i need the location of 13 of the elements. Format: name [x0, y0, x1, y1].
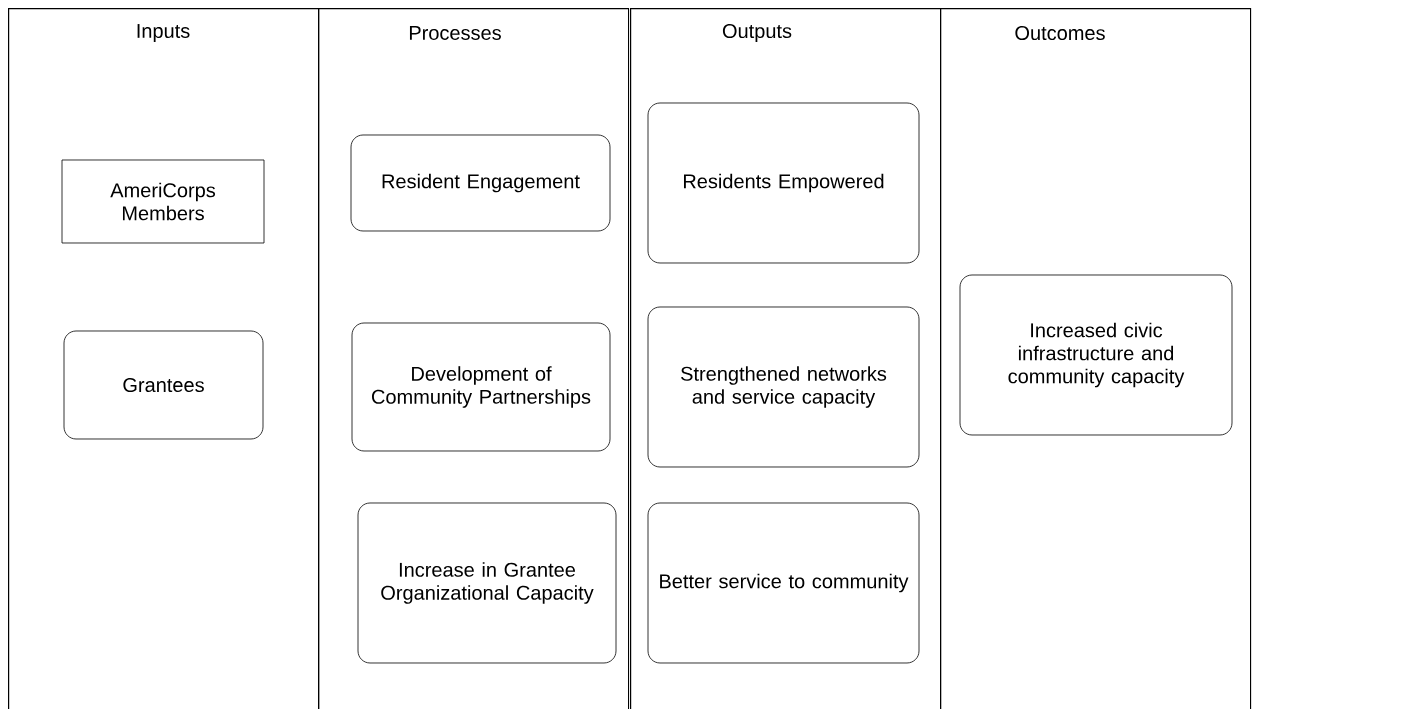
column-heading: Inputs [137, 24, 190, 42]
rounded-box: Residents Empowered [647, 102, 920, 264]
rounded-box: Better service to community [647, 502, 920, 664]
rounded-box: Increased civic infrastructure and community capacity [959, 274, 1233, 436]
rounded-box: Development of Community Partnerships [351, 322, 611, 452]
rounded-box: Grantees [63, 330, 264, 440]
rounded-box: Resident Engagement [350, 134, 611, 232]
column-heading: Outputs [722, 23, 792, 43]
rounded-box: Increase in Grantee Organizational Capacity [357, 502, 617, 664]
process-box: AmeriCorps Members [61, 159, 265, 244]
rounded-box: Strengthened networks and service capacity [647, 306, 920, 468]
column-heading: Processes [409, 26, 501, 40]
column-heading: Outcomes [1015, 25, 1105, 41]
